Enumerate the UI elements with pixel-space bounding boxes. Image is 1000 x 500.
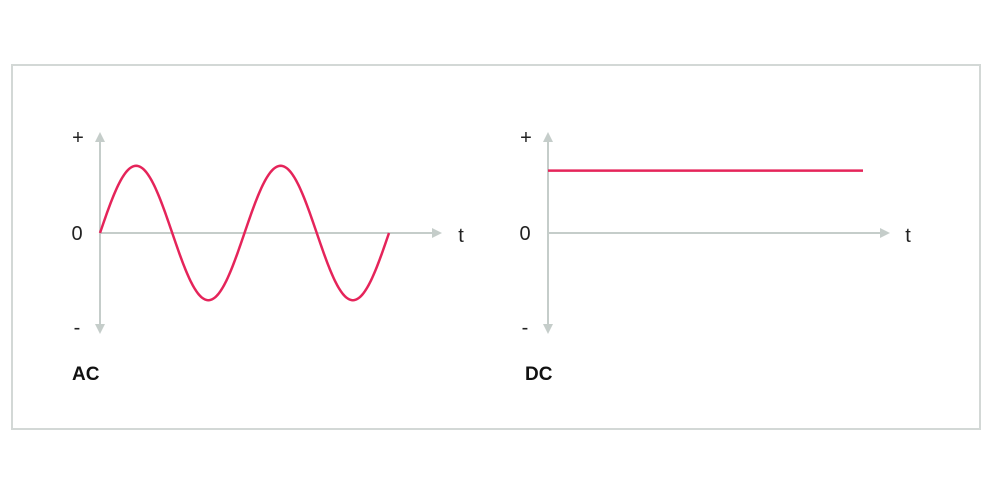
dc-zero-label: 0 [519, 223, 530, 245]
ac-zero-label: 0 [71, 223, 82, 245]
ac-time-label: t [458, 225, 464, 247]
dc-minus-label: - [522, 317, 529, 339]
ac-panel: + 0 - t AC [71, 127, 464, 385]
ac-sine-wave [98, 164, 391, 302]
dc-panel: + 0 - t DC [519, 127, 911, 385]
ac-plus-label: + [72, 127, 84, 149]
diagram-frame [11, 64, 981, 430]
ac-minus-label: - [74, 317, 81, 339]
ac-title: AC [72, 364, 100, 385]
dc-title: DC [525, 364, 553, 385]
dc-plus-label: + [520, 127, 532, 149]
dc-time-label: t [905, 225, 911, 247]
